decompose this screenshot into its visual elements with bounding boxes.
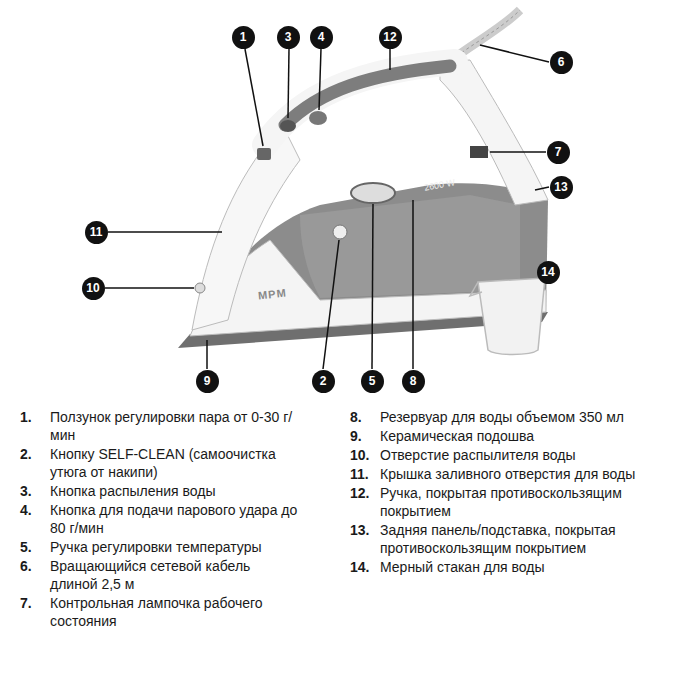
leader-lines [105,45,549,369]
part-description: Вращающийся сетевой кабель длиной 2,5 м [50,557,300,593]
part-description: Ползунок регулировки пара от 0-30 г/мин [50,408,300,444]
item-number: 5. [20,538,50,556]
part-list-item: 1.Ползунок регулировки пара от 0-30 г/ми… [20,408,320,444]
callout-number: 5 [361,370,384,393]
callout-number: 6 [550,51,573,74]
self-clean-button [333,225,347,239]
item-number: 9. [350,427,380,445]
measuring-cup [478,278,545,355]
iron-nose [192,130,300,330]
part-list-item: 12.Ручка, покрытая противоскользящим пок… [350,484,685,520]
part-list-item: 6.Вращающийся сетевой кабель длиной 2,5 … [20,557,320,593]
item-number: 12. [350,484,380,520]
callout-number: 3 [277,26,300,49]
part-list-item: 3.Кнопка распыления воды [20,482,320,500]
item-number: 3. [20,482,50,500]
callout-number: 1 [232,26,255,49]
callout-number: 4 [310,26,333,49]
indicator-lamp [470,146,488,158]
callout-number: 9 [196,370,219,393]
handle-grip [285,66,450,125]
item-number: 4. [20,501,50,537]
part-list-item: 13.Задняя панель/подставка, покрытая про… [350,521,685,557]
item-number: 7. [20,594,50,630]
part-description: Контрольная лампочка рабочего состояния [50,594,300,630]
part-list-item: 8.Резервуар для воды объемом 350 мл [350,408,685,426]
part-description: Ручка регулировки температуры [50,538,300,556]
callout-number: 14 [537,261,560,284]
item-number: 2. [20,445,50,481]
part-list-item: 7.Контрольная лампочка рабочего состояни… [20,594,320,630]
item-number: 1. [20,408,50,444]
item-number: 14. [350,558,380,576]
callout-number: 13 [550,176,573,199]
callout-number: 10 [82,277,105,300]
burst-button [309,111,327,125]
rear-post [440,60,548,205]
callout-number: 11 [85,221,108,244]
spray-button [280,120,296,132]
callout-number: 12 [379,26,402,49]
item-number: 10. [350,446,380,464]
legend-column: 8.Резервуар для воды объемом 350 мл9.Кер… [350,408,685,577]
part-description: Ручка, покрытая противоскользящим покрыт… [380,484,680,520]
part-list-item: 14.Мерный стакан для воды [350,558,685,576]
part-list-item: 4.Кнопка для подачи парового удара до 80… [20,501,320,537]
item-number: 8. [350,408,380,426]
part-description: Мерный стакан для воды [380,558,680,576]
spray-nozzle [195,283,205,293]
steam-slider [257,148,271,160]
part-description: Кнопка распыления воды [50,482,300,500]
part-description: Керамическая подошва [380,427,680,445]
part-list-item: 10.Отверстие распылителя воды [350,446,685,464]
callout-number: 7 [547,141,570,164]
callout-number: 2 [312,370,335,393]
item-number: 13. [350,521,380,557]
legend-column: 1.Ползунок регулировки пара от 0-30 г/ми… [20,408,320,631]
part-description: Кнопка для подачи парового удара до 80 г… [50,501,300,537]
part-description: Задняя панель/подставка, покрытая против… [380,521,680,557]
part-list-item: 9.Керамическая подошва [350,427,685,445]
part-list-item: 2.Кнопку SELF-CLEAN (самоочистка утюга о… [20,445,320,481]
part-description: Кнопку SELF-CLEAN (самоочистка утюга от … [50,445,300,481]
cup-spout [470,282,482,296]
part-description: Крышка заливного отверстия для воды [380,465,680,483]
temperature-dial [351,183,395,203]
handle-base [265,62,455,145]
callout-number: 8 [402,370,425,393]
item-number: 6. [20,557,50,593]
item-number: 11. [350,465,380,483]
part-list-item: 11.Крышка заливного отверстия для воды [350,465,685,483]
part-description: Резервуар для воды объемом 350 мл [380,408,680,426]
brand-logo: MPM [257,287,287,302]
part-description: Отверстие распылителя воды [380,446,680,464]
part-list-item: 5.Ручка регулировки температуры [20,538,320,556]
power-rating: 2600 W [423,177,455,192]
